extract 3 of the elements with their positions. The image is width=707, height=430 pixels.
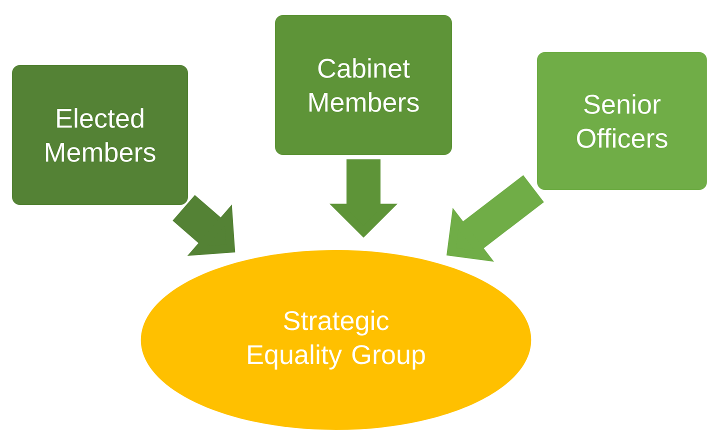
- box: Cabinet Members: [275, 15, 452, 155]
- box: Senior Officers: [537, 52, 707, 190]
- box: Elected Members: [12, 65, 188, 205]
